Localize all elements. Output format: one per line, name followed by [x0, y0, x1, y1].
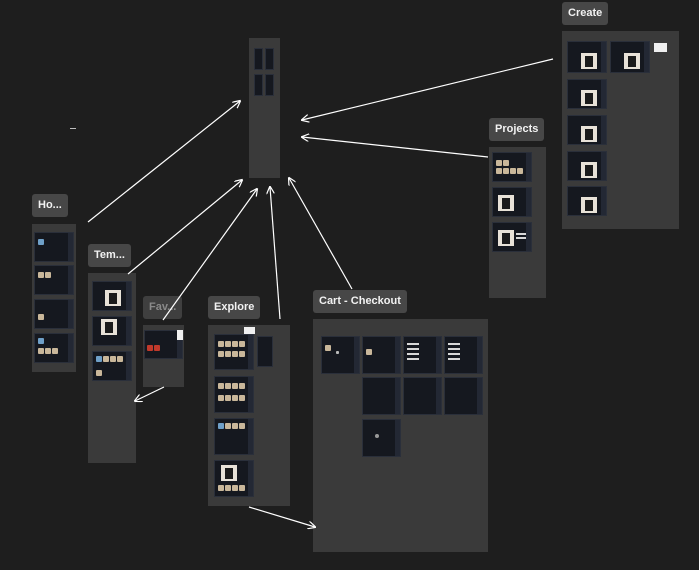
favorites-section[interactable] — [143, 325, 184, 387]
tshirt-image — [498, 230, 514, 246]
templates-frame-2[interactable] — [92, 316, 132, 346]
projects-section[interactable] — [489, 147, 546, 298]
hub-frame-1[interactable] — [254, 48, 263, 70]
explore-frame-1[interactable] — [214, 334, 254, 370]
favorites-frame-1[interactable] — [144, 330, 183, 359]
create-label[interactable]: Create — [562, 2, 609, 25]
cart-checkout-label[interactable]: Cart - Checkout — [313, 290, 407, 313]
tshirt-image — [581, 126, 597, 142]
tshirt-image — [624, 53, 640, 69]
arrow-projects-to-hub — [302, 137, 489, 158]
cart-frame-3[interactable] — [403, 336, 442, 374]
favorites-popup[interactable] — [177, 330, 183, 340]
projects-label[interactable]: Projects — [489, 118, 545, 141]
cart-frame-1[interactable] — [321, 336, 360, 374]
explore-frame-3[interactable] — [214, 418, 254, 455]
home-label[interactable]: Ho... — [32, 194, 68, 217]
tshirt-image — [498, 195, 514, 211]
projects-frame-2[interactable] — [492, 187, 532, 217]
arrow-create-to-hub — [302, 58, 554, 120]
explore-section[interactable] — [208, 325, 290, 506]
tshirt-image — [105, 290, 121, 306]
explore-frame-2[interactable] — [214, 376, 254, 413]
home-frame-1[interactable] — [34, 232, 74, 262]
home-section[interactable] — [32, 224, 76, 372]
home-frame-2[interactable] — [34, 265, 74, 295]
create-frame-2[interactable] — [610, 41, 650, 73]
hub-frame-2[interactable] — [265, 48, 274, 70]
tshirt-image — [581, 53, 597, 69]
explore-label[interactable]: Explore — [208, 296, 261, 319]
explore-frame-4[interactable] — [214, 460, 254, 497]
arrow-favorites-to-templates — [135, 386, 165, 401]
cart-checkout-section[interactable] — [313, 319, 488, 552]
home-frame-3[interactable] — [34, 299, 74, 329]
arrow-templates-to-hub — [127, 180, 242, 275]
explore-side-panel[interactable] — [257, 336, 273, 367]
create-frame-3[interactable] — [567, 79, 607, 109]
hub-section[interactable] — [249, 38, 280, 178]
cart-frame-6[interactable] — [403, 377, 442, 415]
cart-frame-2[interactable] — [362, 336, 401, 374]
create-frame-1[interactable] — [567, 41, 607, 73]
templates-frame-1[interactable] — [92, 281, 132, 311]
cart-frame-5[interactable] — [362, 377, 401, 415]
create-popup[interactable] — [654, 43, 667, 52]
arrow-home-to-hub — [87, 101, 240, 223]
tshirt-image — [581, 162, 597, 178]
create-frame-6[interactable] — [567, 186, 607, 216]
stray-marker — [70, 128, 76, 129]
explore-popup[interactable] — [244, 327, 255, 334]
templates-frame-3[interactable] — [92, 351, 132, 381]
templates-section[interactable] — [88, 273, 136, 463]
cart-frame-8[interactable] — [362, 419, 401, 457]
hub-frame-4[interactable] — [265, 74, 274, 96]
projects-frame-3[interactable] — [492, 222, 532, 252]
create-frame-5[interactable] — [567, 151, 607, 181]
create-section[interactable] — [562, 31, 679, 229]
tshirt-image — [581, 197, 597, 213]
hub-frame-3[interactable] — [254, 74, 263, 96]
cart-frame-4[interactable] — [444, 336, 483, 374]
arrow-explore-to-hub — [270, 187, 281, 320]
projects-frame-1[interactable] — [492, 152, 532, 182]
tshirt-image — [581, 90, 597, 106]
create-frame-4[interactable] — [567, 115, 607, 145]
home-frame-4[interactable] — [34, 333, 74, 363]
arrow-explore-to-cart — [248, 506, 315, 527]
arrow-cart-to-hub — [289, 178, 353, 290]
cart-frame-7[interactable] — [444, 377, 483, 415]
tshirt-image — [101, 319, 117, 335]
arrow-favorites-to-hub — [162, 189, 257, 321]
tshirt-image — [221, 465, 237, 481]
templates-label[interactable]: Tem... — [88, 244, 131, 267]
